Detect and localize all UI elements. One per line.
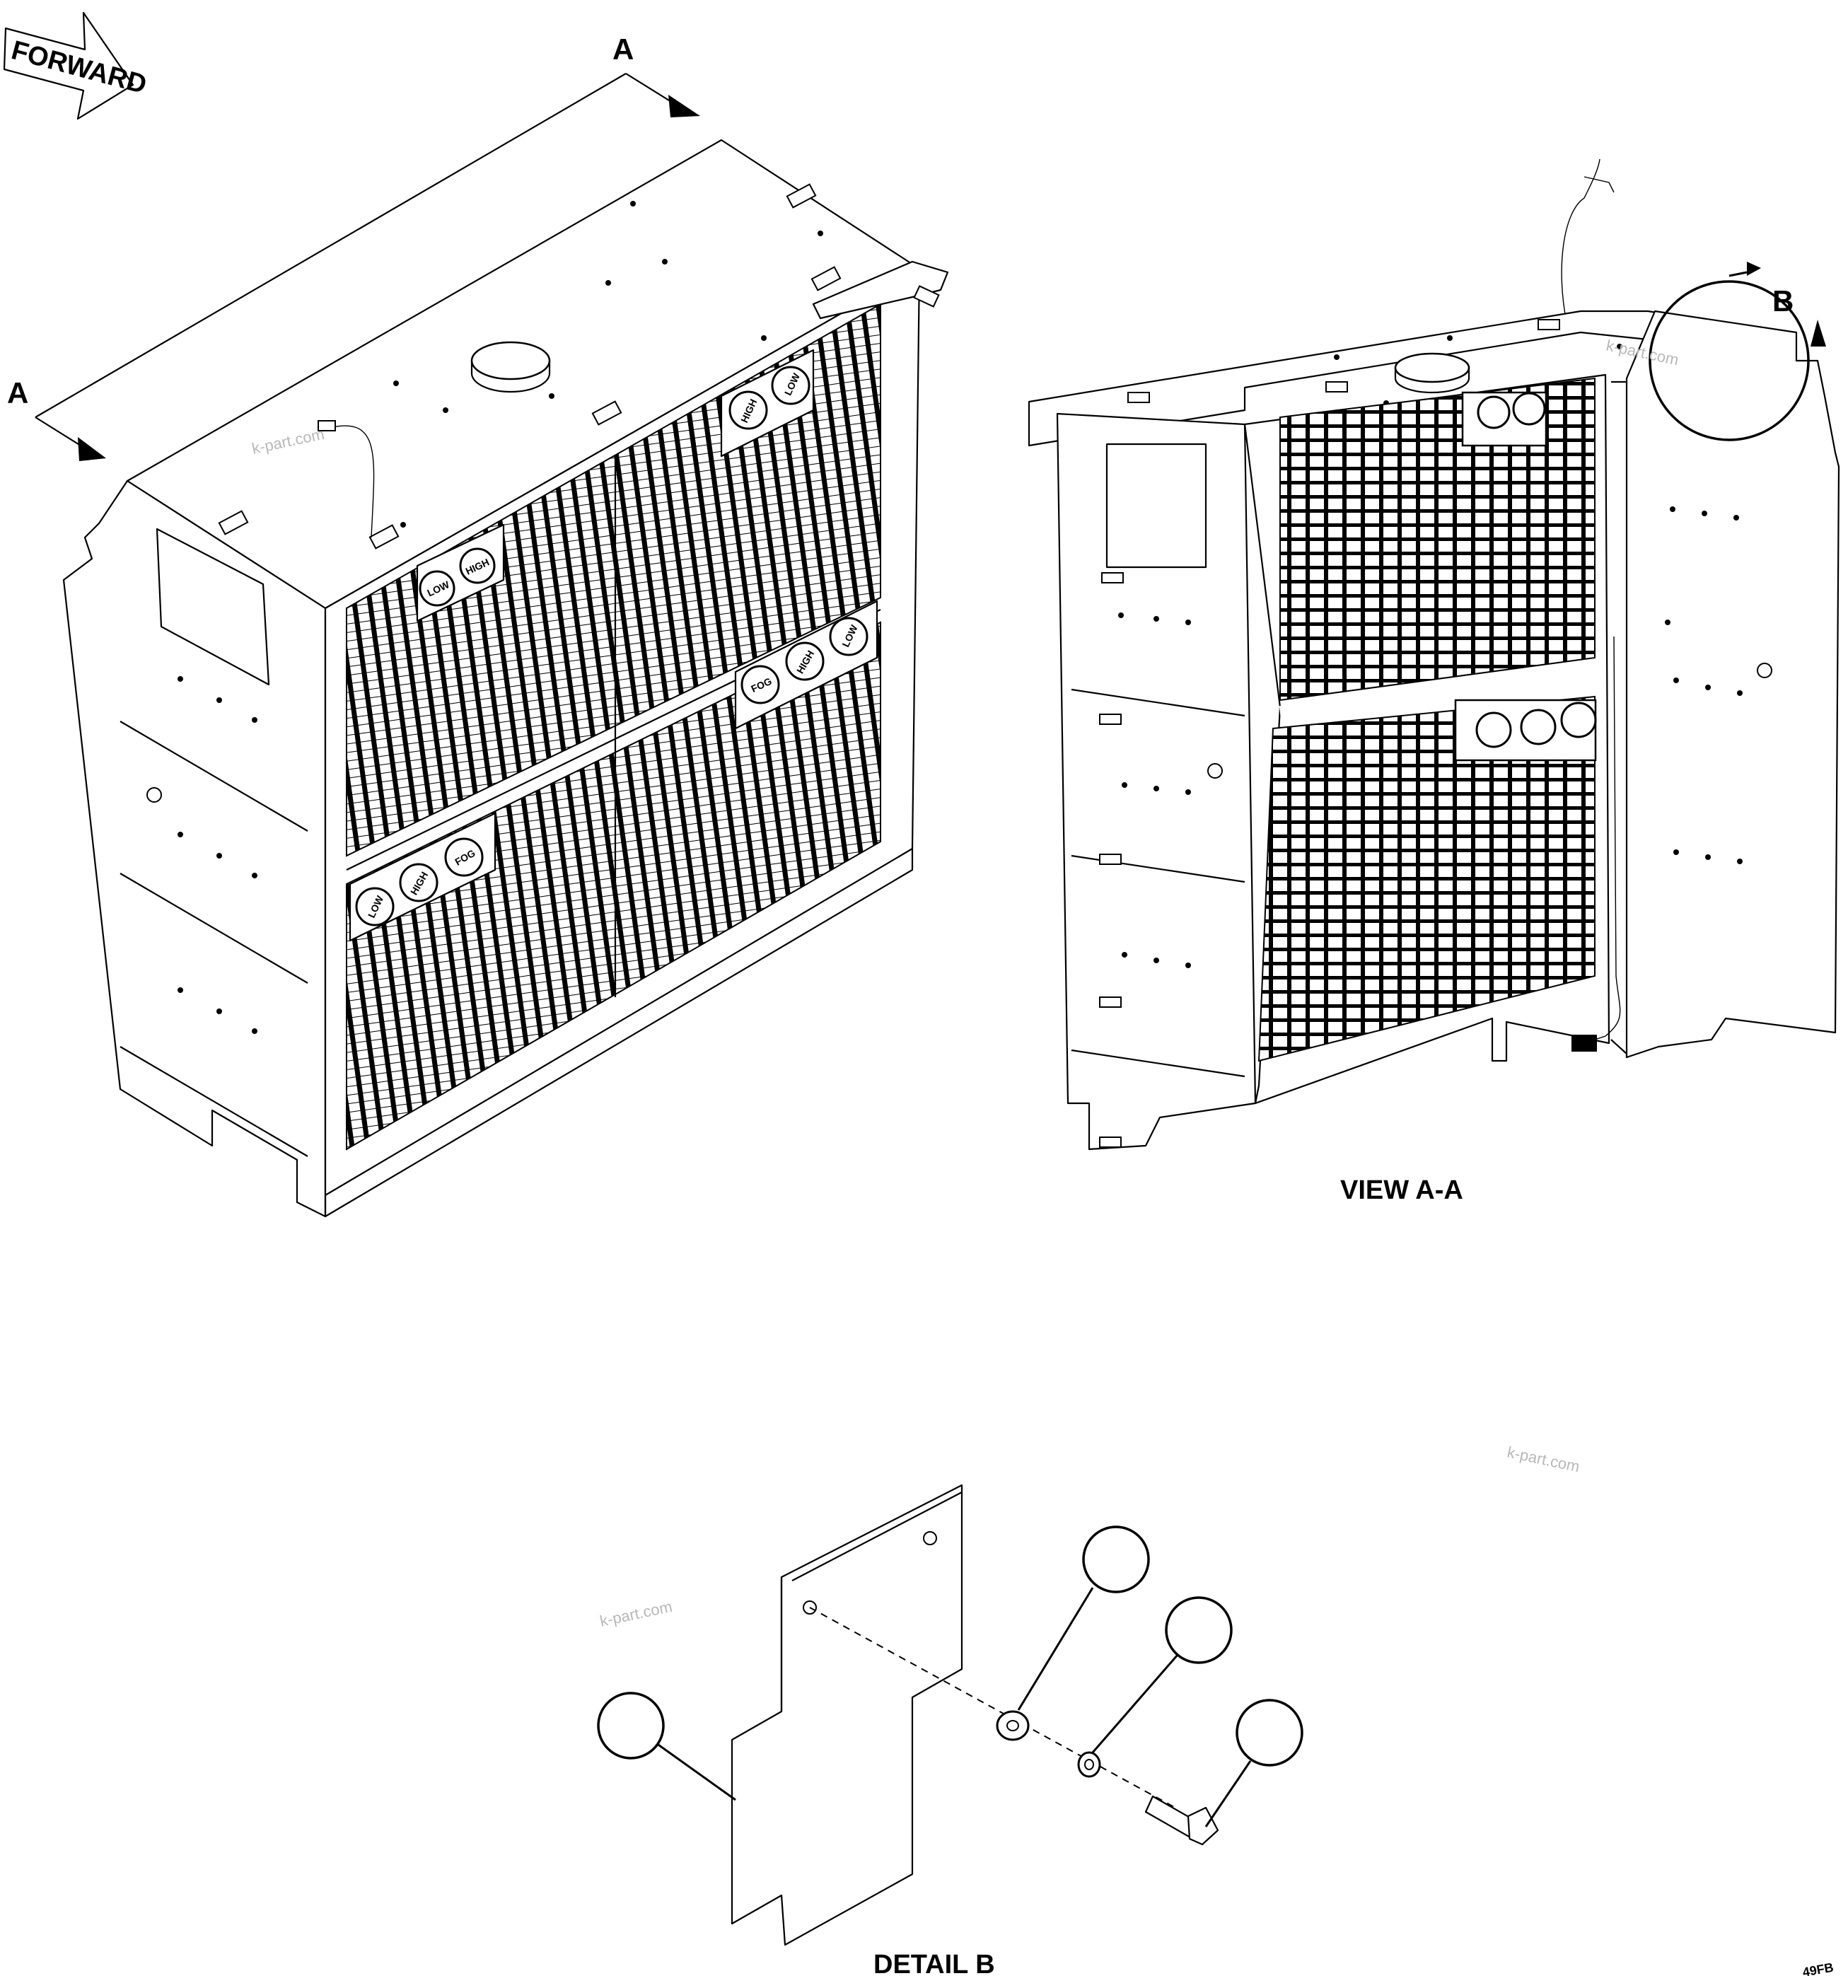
side-panel-holes: [146, 676, 257, 1034]
view-caption: VIEW A-A: [1340, 1175, 1463, 1205]
door-holes: [1665, 506, 1772, 864]
top-plate-holes: [393, 201, 823, 528]
section-label-left: A: [7, 376, 28, 409]
view-a-a: B k-part.com VIEW A-A: [1028, 158, 1840, 1205]
watermark: k-part.com: [598, 1598, 674, 1630]
watermark: k-part.com: [1506, 1443, 1581, 1475]
view-gauge-box-upper: [1461, 391, 1547, 447]
forward-arrow: FORWARD: [3, 11, 150, 120]
gauge-cluster-top-left: LOW HIGH: [416, 523, 505, 622]
gauge-cluster-bottom-left: LOW HIGH FOG: [349, 812, 496, 942]
view-side-holes: [1118, 612, 1223, 968]
section-line-a: A A: [7, 33, 700, 461]
gauge-cluster-top-right: HIGH LOW: [720, 349, 815, 458]
detail-caption: DETAIL B: [873, 1950, 995, 1980]
view-gauge-box-lower: [1454, 699, 1597, 762]
radiator-guard-assembly: LOW HIGH HIGH LOW FOG HIGH LOW LOW HIGH: [62, 139, 949, 1218]
section-label-top: A: [612, 33, 634, 66]
gauge-cluster-mid-right: FOG HIGH LOW: [734, 600, 878, 730]
detail-b: k-part.com k-part.com DETAIL B: [597, 1443, 1581, 1980]
detail-callout-label: B: [1772, 284, 1794, 318]
drawing-code: 49FB: [1801, 1960, 1835, 1980]
forward-label: FORWARD: [8, 35, 150, 100]
